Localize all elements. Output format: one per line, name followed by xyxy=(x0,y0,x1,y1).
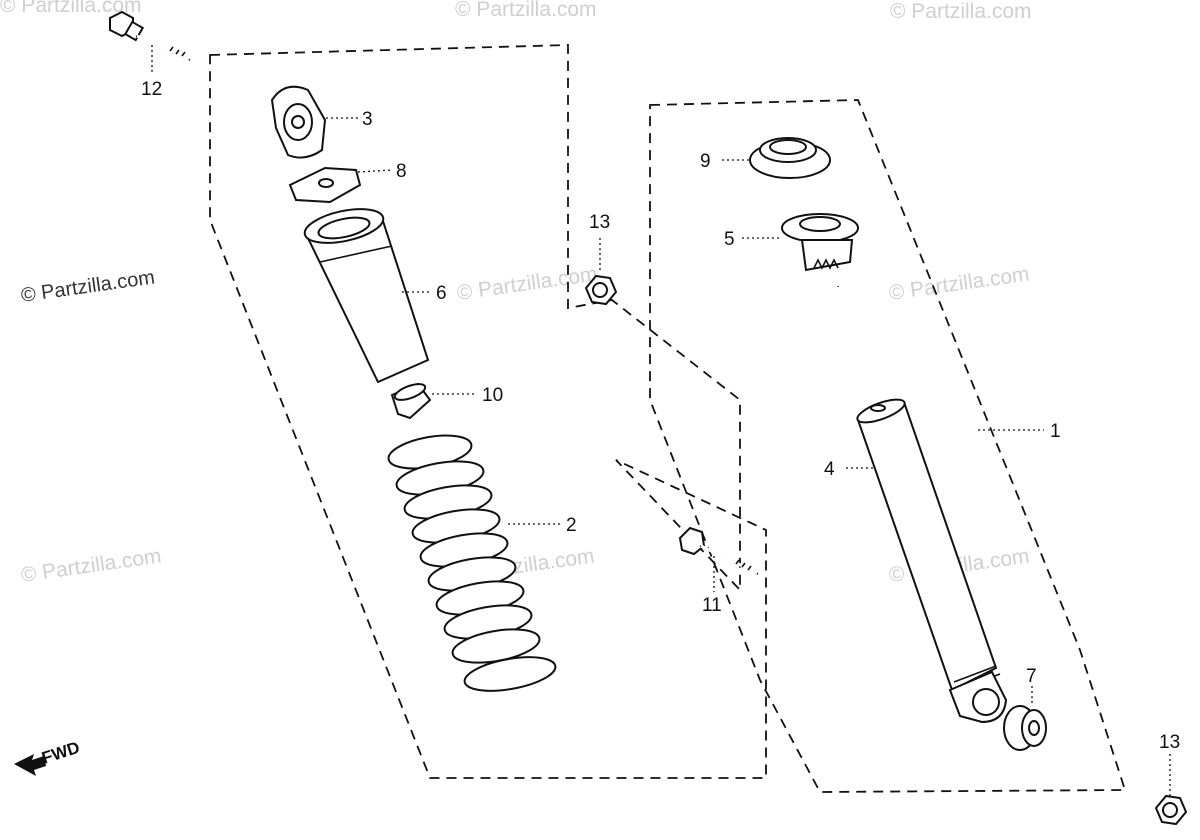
watermark: © Partzilla.com xyxy=(0,0,142,17)
callout-8: 8 xyxy=(396,161,407,182)
callout-5: 5 xyxy=(724,229,735,250)
fwd-label: FWD xyxy=(39,738,82,768)
bolt-11 xyxy=(678,526,759,592)
washer-plate-8 xyxy=(288,166,393,204)
callout-4: 4 xyxy=(824,459,835,480)
right-assembly-outline xyxy=(649,99,1127,793)
assembly-outlines xyxy=(209,44,1127,793)
coil-spring-2 xyxy=(387,434,560,692)
callout-12: 12 xyxy=(141,79,162,100)
watermark: © Partzilla.com xyxy=(455,0,597,21)
dust-tube-6 xyxy=(303,208,430,384)
callout-11: 11 xyxy=(702,595,722,616)
callout-9: 9 xyxy=(700,151,711,172)
callout-13: 13 xyxy=(589,212,610,233)
callout-3: 3 xyxy=(362,109,373,130)
nut-13b xyxy=(1154,754,1188,826)
callout-1: 1 xyxy=(1050,421,1061,442)
callouts: 1 2 3 4 5 6 7 8 9 10 11 12 13 13 xyxy=(141,79,1180,753)
callout-7: 7 xyxy=(1026,666,1037,687)
spring-seat-5 xyxy=(742,213,859,272)
forward-arrow: FWD xyxy=(14,738,82,776)
left-assembly-outline xyxy=(209,44,767,779)
bolt-12 xyxy=(109,10,191,74)
upper-mount-3 xyxy=(270,85,360,159)
watermark: © Partzilla.com xyxy=(455,262,598,304)
watermark: © Partzilla.com xyxy=(19,544,162,586)
upper-seat-9 xyxy=(722,137,831,179)
watermark: © Partzilla.com xyxy=(890,0,1032,23)
watermark: © Partzilla.com xyxy=(887,262,1030,304)
watermark: © Partzilla.com xyxy=(20,266,157,307)
callout-2: 2 xyxy=(566,515,577,536)
bushing-7 xyxy=(1003,686,1047,751)
damper-4 xyxy=(835,285,1008,724)
callout-13: 13 xyxy=(1159,732,1180,753)
arrow-left-icon xyxy=(14,754,46,776)
nut-13a xyxy=(584,238,618,306)
callout-6: 6 xyxy=(436,283,447,304)
bump-rubber-10 xyxy=(390,382,474,420)
callout-10: 10 xyxy=(482,385,503,406)
